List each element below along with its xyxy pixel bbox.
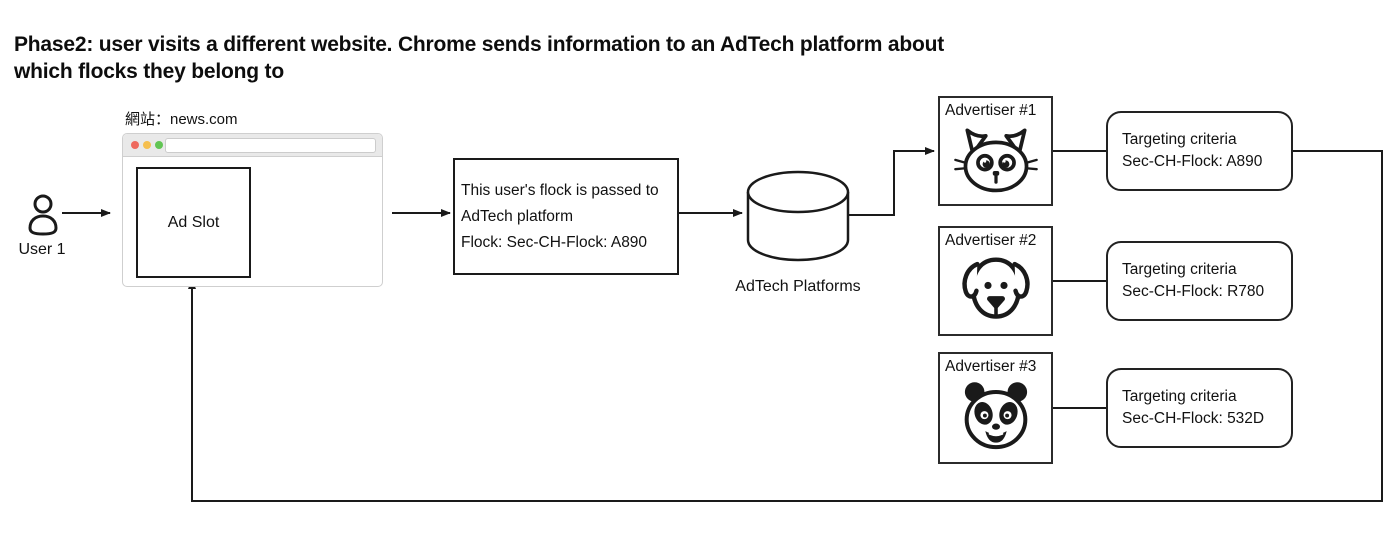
advertiser-3-label: Advertiser #3 (945, 358, 1037, 375)
panda-icon (964, 382, 1027, 450)
browser-titlebar (123, 134, 382, 157)
adtech-platforms-label: AdTech Platforms (735, 278, 861, 295)
advertiser-2-label: Advertiser #2 (945, 232, 1037, 249)
targeting-2-line-2: Sec-CH-Flock: R780 (1122, 283, 1265, 300)
minimize-icon (143, 141, 151, 149)
advertiser-1-label: Advertiser #1 (945, 102, 1037, 119)
arrow-adtech-to-advertiser1 (848, 147, 935, 216)
url-bar (165, 138, 376, 153)
cat-icon (953, 128, 1038, 193)
browser-window: Ad Slot (122, 133, 383, 287)
database-icon (746, 170, 850, 262)
website-label: 網站：news.com (125, 111, 238, 128)
user-label: User 1 (18, 241, 66, 258)
targeting-2-line-1: Targeting criteria (1122, 261, 1237, 278)
advertiser-1-box: Advertiser #1 (938, 96, 1053, 206)
page-title: Phase2: user visits a different website.… (14, 31, 944, 85)
targeting-3-line-1: Targeting criteria (1122, 388, 1237, 405)
advertiser-3-box: Advertiser #3 (938, 352, 1053, 464)
targeting-criteria-2-box: Targeting criteria Sec-CH-Flock: R780 (1106, 241, 1293, 321)
advertiser-2-box: Advertiser #2 (938, 226, 1053, 336)
targeting-1-line-1: Targeting criteria (1122, 131, 1237, 148)
targeting-1-line-2: Sec-CH-Flock: A890 (1122, 153, 1263, 170)
ad-slot-box: Ad Slot (136, 167, 251, 278)
zoom-icon (155, 141, 163, 149)
user-icon (28, 194, 58, 236)
dog-icon (961, 257, 1030, 319)
targeting-criteria-3-box: Targeting criteria Sec-CH-Flock: 532D (1106, 368, 1293, 448)
ad-slot-label: Ad Slot (167, 213, 220, 231)
targeting-criteria-1-box: Targeting criteria Sec-CH-Flock: A890 (1106, 111, 1293, 191)
title-line-1: Phase2: user visits a different website.… (14, 33, 945, 56)
flock-message-box: This user's flock is passed to AdTech pl… (453, 158, 679, 275)
flock-message-line-2: AdTech platform (461, 207, 573, 225)
targeting-3-line-2: Sec-CH-Flock: 532D (1122, 410, 1265, 427)
flock-message-line-3: Flock: Sec-CH-Flock: A890 (461, 233, 648, 251)
flock-message-line-1: This user's flock is passed to (461, 181, 659, 199)
title-line-2: which flocks they belong to (14, 60, 284, 83)
feedback-loop-to-adslot (188, 150, 1383, 502)
close-icon (131, 141, 139, 149)
